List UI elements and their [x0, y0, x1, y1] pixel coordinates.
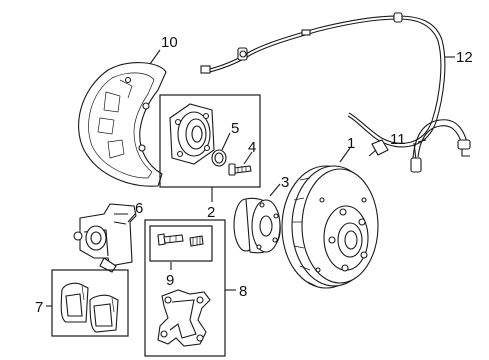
caliper-support-box — [144, 219, 226, 357]
abs-sensor-wire — [200, 12, 446, 157]
splash-shield — [78, 62, 167, 187]
guide-pin-and-boot — [157, 233, 204, 247]
hub-assembly-box — [159, 94, 261, 188]
callout-6: 6 — [135, 200, 143, 217]
sensor-head — [371, 139, 389, 156]
wire-clip-top — [393, 12, 403, 23]
brake-pads-box — [51, 269, 129, 337]
callout-12: 12 — [456, 49, 473, 66]
callout-4: 4 — [248, 139, 256, 156]
callout-labels: 10 12 1 11 3 4 5 2 6 7 8 9 — [35, 34, 473, 316]
hub-bearing-assembly — [169, 103, 215, 165]
callout-3: 3 — [281, 174, 289, 191]
callout-1: 1 — [347, 135, 355, 152]
connector-plug — [200, 65, 211, 74]
callout-5: 5 — [231, 120, 239, 137]
callout-11: 11 — [390, 131, 406, 148]
callout-8: 8 — [239, 283, 247, 300]
brake-hose — [410, 119, 471, 173]
rotor — [281, 165, 379, 289]
wire-grommet — [301, 29, 311, 36]
hub — [233, 197, 281, 254]
guide-pin-box — [149, 225, 213, 262]
seal-ring — [211, 149, 227, 167]
hub-bolt — [228, 163, 252, 176]
callout-7: 7 — [35, 299, 43, 316]
callout-9: 9 — [166, 272, 174, 289]
brake-pads — [60, 282, 119, 333]
leader-lines — [46, 49, 455, 307]
caliper-support — [157, 289, 211, 347]
callout-10: 10 — [161, 34, 178, 51]
caliper — [73, 203, 137, 273]
callout-2: 2 — [207, 204, 215, 221]
